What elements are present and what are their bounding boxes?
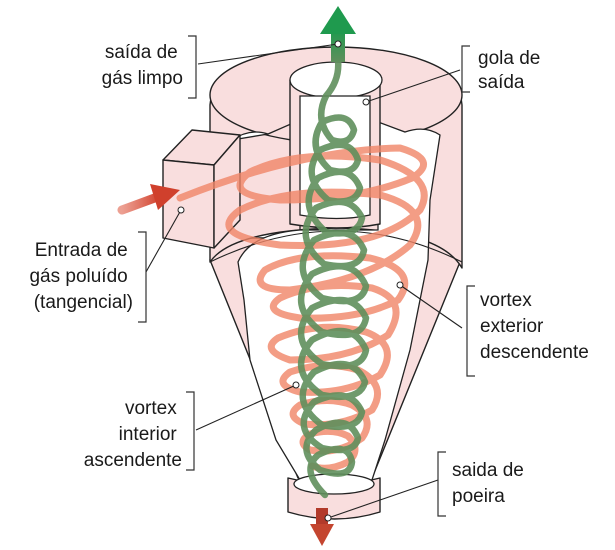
label-outlet-collar-line2: saída [478, 72, 525, 93]
label-dust-outlet-line2: poeira [452, 486, 505, 507]
label-inlet-line1: Entrada de [35, 240, 128, 261]
dust-outlet-opening [294, 474, 374, 494]
label-clean-gas-outlet: saída de gás limpo [102, 42, 183, 89]
label-inner-vortex-line1: vortex [125, 398, 177, 419]
label-polluted-gas-inlet: Entrada de gás poluído (tangencial) [29, 240, 133, 313]
label-dust-outlet-line1: saida de [452, 460, 524, 481]
label-inlet-line2: gás poluído [29, 266, 127, 287]
label-inner-vortex-line2: interior [119, 424, 178, 445]
label-clean-gas-outlet-line1: saída de [105, 42, 178, 63]
label-outer-vortex: vortex exterior descendente [480, 290, 589, 363]
label-outlet-collar-line1: gola de [478, 48, 540, 69]
label-outlet-collar: gola de saída [478, 48, 546, 93]
label-outer-vortex-line3: descendente [480, 342, 589, 363]
label-outer-vortex-line1: vortex [480, 290, 532, 311]
label-outer-vortex-line2: exterior [480, 316, 544, 337]
label-inner-vortex: vortex interior ascendente [84, 398, 182, 471]
label-dust-outlet: saida de poeira [452, 460, 529, 507]
label-clean-gas-outlet-line2: gás limpo [102, 68, 183, 89]
inlet-box-front [163, 160, 214, 248]
label-inlet-line3: (tangencial) [34, 292, 133, 313]
label-inner-vortex-line3: ascendente [84, 450, 182, 471]
